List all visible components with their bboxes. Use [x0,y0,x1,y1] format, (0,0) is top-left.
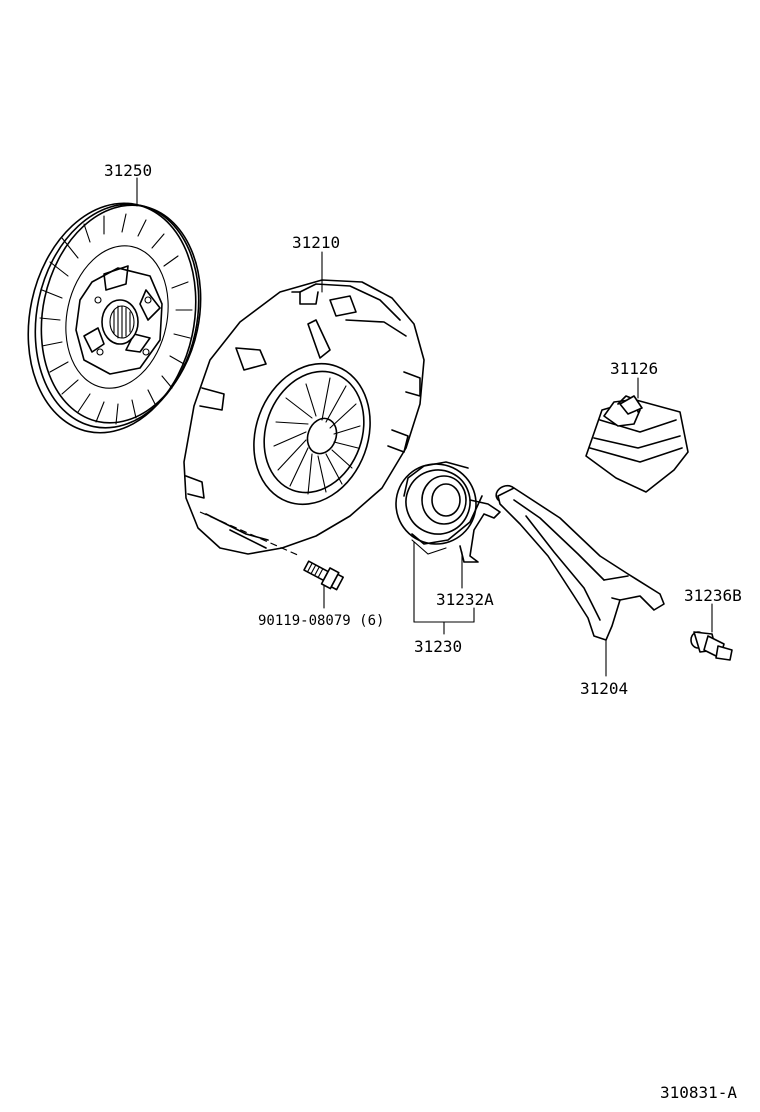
label-31230: 31230 [414,637,462,656]
label-31204: 31204 [580,679,628,698]
clutch-cover-drawing [183,251,425,555]
pivot-drawing [690,631,733,661]
label-31126: 31126 [610,359,658,378]
label-31210: 31210 [292,233,340,252]
label-31232A: 31232A [436,590,494,609]
label-31250: 31250 [104,161,152,180]
diagram-code: 310831-A [660,1083,737,1102]
boot-drawing [585,395,689,493]
release-bearing-drawing [395,461,501,563]
release-fork-drawing [495,484,665,641]
label-90119-08079: 90119-08079 (6) [258,613,384,629]
clutch-disc-drawing [27,177,202,434]
bolt-path-line [199,511,301,557]
label-31236B: 31236B [684,586,742,605]
bolt-drawing [303,560,344,591]
